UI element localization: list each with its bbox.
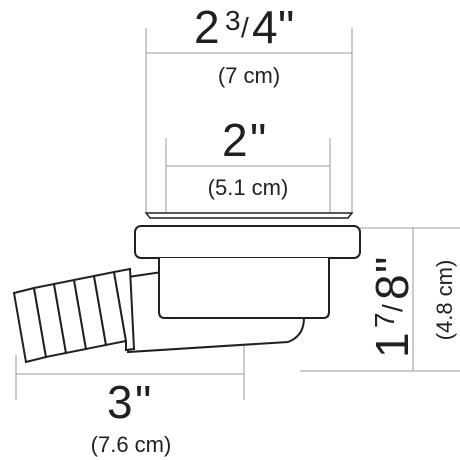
height-metric-label: (4.8 cm)	[432, 260, 457, 341]
height-label: 1 7 / 8 "	[366, 257, 418, 358]
hose-length-metric: (7.6 cm)	[91, 432, 172, 457]
height-metric: (4.8 cm)	[432, 260, 457, 341]
drain-fitting	[12, 212, 361, 364]
overall-width-numerator: 3	[225, 5, 241, 36]
hose-length-inch-mark: "	[135, 376, 151, 428]
hose-barb-rib	[112, 267, 136, 352]
inner-width-metric: (5.1 cm)	[208, 175, 289, 200]
height-denominator: 8	[366, 274, 418, 300]
inner-width-inch-mark: "	[250, 114, 266, 166]
overall-width-metric: (7 cm)	[218, 63, 280, 88]
body	[158, 258, 330, 319]
overall-width-slash: /	[241, 12, 249, 43]
strainer-lip	[144, 212, 354, 219]
hose-barb	[12, 267, 136, 364]
height-slash: /	[377, 304, 408, 312]
overall-width-whole: 2	[194, 1, 220, 53]
hose-length-whole: 3	[107, 376, 133, 428]
height-whole: 1	[366, 332, 418, 358]
hose-length-label: 3 " (7.6 cm)	[91, 376, 172, 457]
overall-width-inch-mark: "	[278, 1, 294, 53]
flange	[134, 225, 361, 259]
overall-width-label: 2 3 / 4 " (7 cm)	[194, 1, 294, 88]
height-inch-mark: "	[366, 257, 418, 273]
height-numerator: 7	[369, 312, 400, 328]
inner-width-label: 2 " (5.1 cm)	[208, 114, 289, 200]
overall-width-denominator: 4	[252, 1, 278, 53]
inner-width-whole: 2	[222, 114, 248, 166]
